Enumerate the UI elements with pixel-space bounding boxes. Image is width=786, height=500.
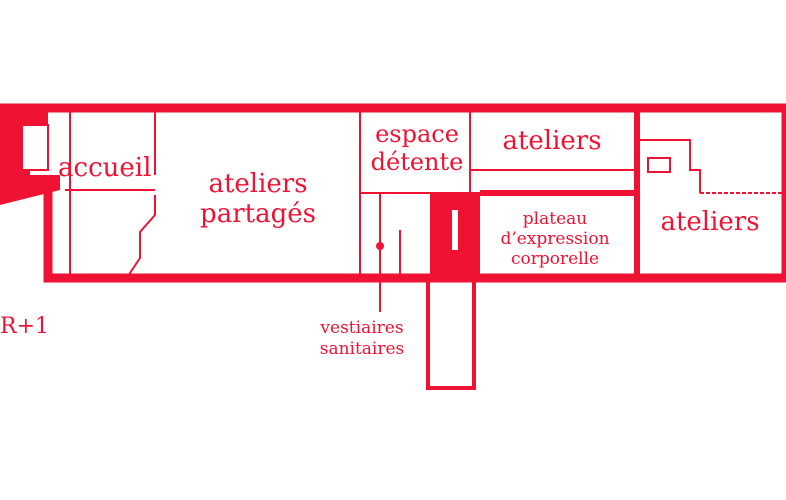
lower-corridor <box>426 278 476 390</box>
room-label-ateliers-top: ateliers <box>502 126 601 156</box>
room-label-plateau-1: plateau <box>523 209 587 229</box>
room-label-plateau-2: d’expression <box>500 229 609 249</box>
room-label-plateau-3: corporelle <box>511 249 599 269</box>
room-label-vestiaires-2: sanitaires <box>320 339 405 359</box>
room-label-ateliers-right: ateliers <box>660 207 759 237</box>
small-rooms-right <box>640 139 701 193</box>
room-label-ateliers-partages-1: ateliers <box>208 169 307 199</box>
room-label-vestiaires-1: vestiaires <box>319 318 403 338</box>
room-label-ateliers-partages-2: partagés <box>200 199 316 229</box>
shaft-slot <box>452 210 458 250</box>
room-label-espace: espace <box>375 120 459 148</box>
entrance-box <box>21 124 49 171</box>
wall-accueil-diag <box>127 195 156 277</box>
floor-label: R+1 <box>0 314 49 339</box>
small-room-box <box>647 157 671 173</box>
vestiaires-dot <box>376 242 384 250</box>
room-label-accueil: accueil <box>58 153 151 183</box>
room-label-detente: détente <box>371 148 464 176</box>
